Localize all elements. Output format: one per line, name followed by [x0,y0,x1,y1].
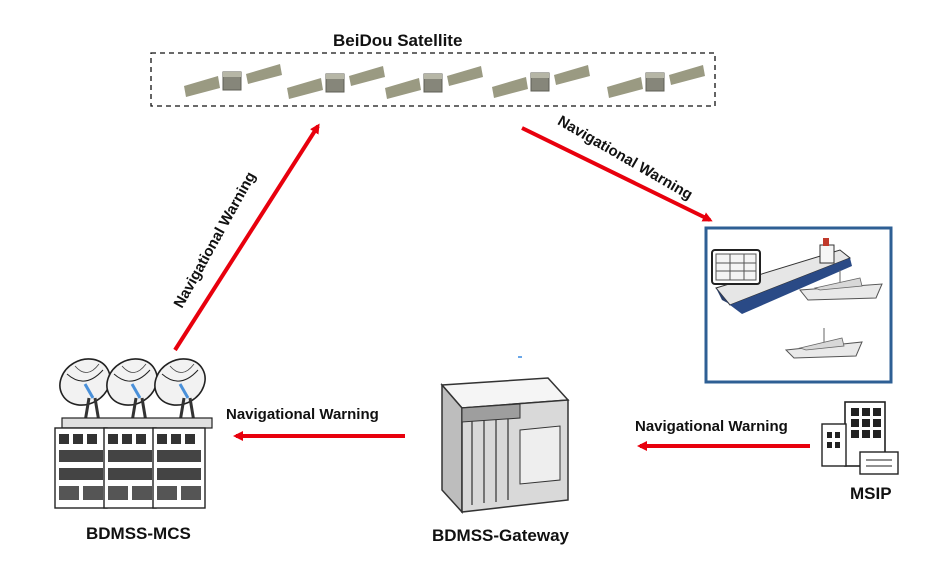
mcs-label: BDMSS-MCS [86,524,191,543]
satellite-icon [286,65,386,100]
satellite-icon [606,64,706,99]
satellite-dish-icon [144,348,216,424]
mcs-station-icon [49,348,216,509]
building-icon [152,427,206,509]
gateway-label: BDMSS-Gateway [432,526,569,545]
warning-label-gateway-to-mcs: Navigational Warning [226,406,379,423]
satellite-icon [384,65,484,100]
satellite-label: BeiDou Satellite [333,31,463,50]
yacht-icon [784,328,863,359]
msip-office-icon [821,401,899,475]
building-icon [103,427,157,509]
arrow-mcs-to-satellite [173,123,320,352]
satellite-icon [183,63,283,98]
satellite-icon [491,64,591,99]
gateway-indicator [518,356,522,358]
satellite-constellation-box [150,52,716,107]
cargo-ship-icon [715,238,852,314]
building-icon [54,427,108,509]
arrow-satellite-to-ships [521,126,713,222]
msip-label: MSIP [850,484,892,503]
gateway-server-icon [440,377,570,514]
navigation-display-icon [711,249,761,285]
warning-label-msip-to-gateway: Navigational Warning [635,418,788,435]
yacht-icon [799,270,883,301]
ships-panel [704,226,893,384]
